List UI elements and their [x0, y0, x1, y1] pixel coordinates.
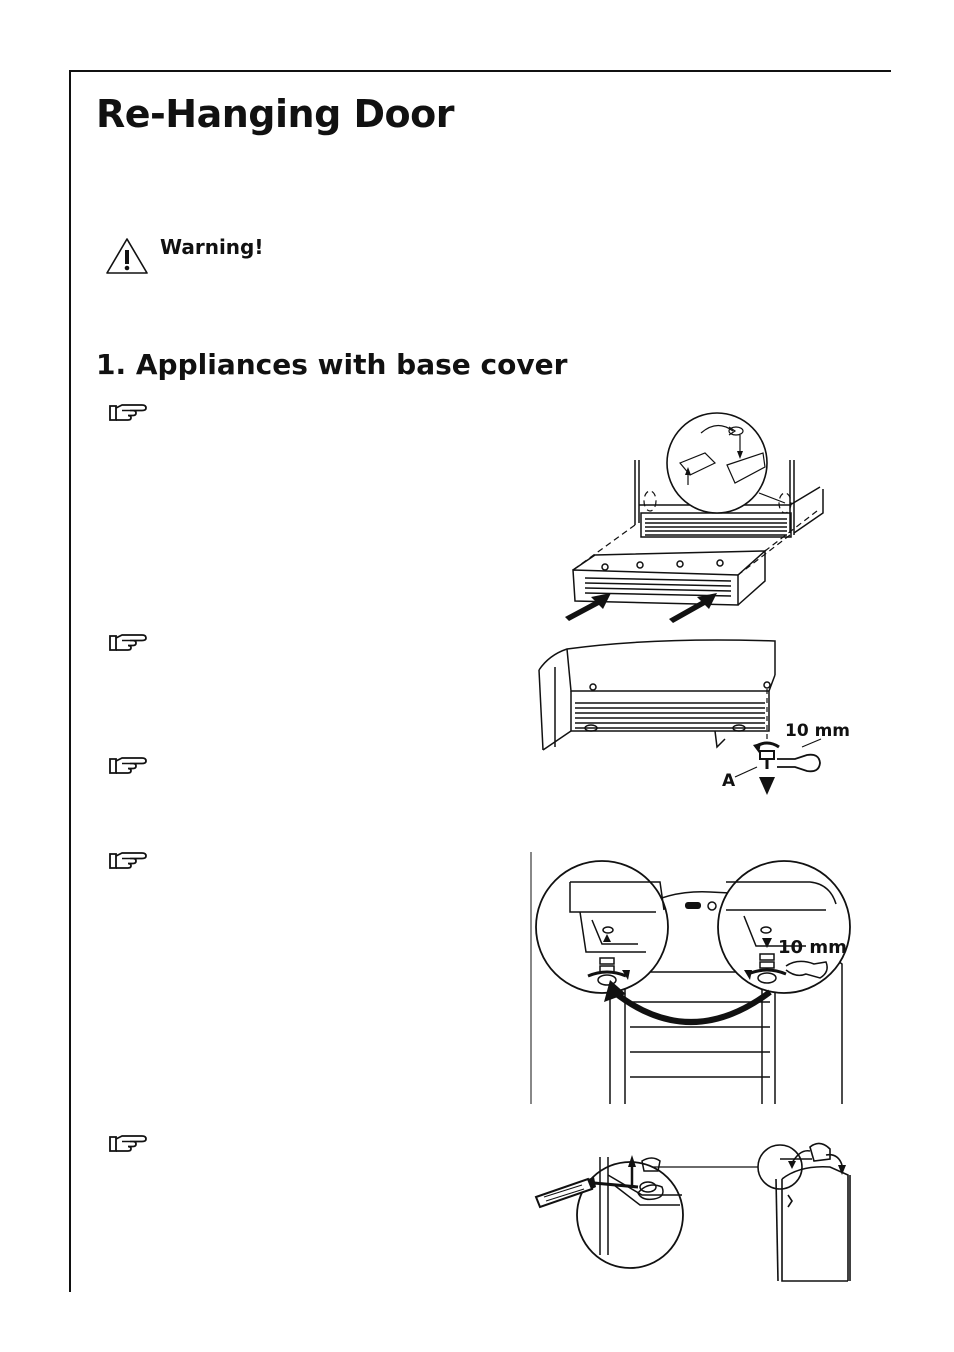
- pointing-hand-icon: [109, 634, 147, 651]
- wrench-size-label: 10 mm: [785, 721, 850, 741]
- frame-top-rule: [69, 70, 891, 72]
- warning-label: Warning!: [160, 235, 264, 259]
- pointing-hand-icon: [109, 852, 147, 869]
- warning-icon: [106, 238, 148, 274]
- figure-cap-removal: [534, 1142, 851, 1282]
- wrench-size-label: 10 mm: [778, 937, 847, 958]
- pointing-hand-icon: [109, 1135, 147, 1152]
- page-title: Re-Hanging Door: [96, 92, 455, 136]
- section-heading: 1. Appliances with base cover: [96, 348, 568, 381]
- pointing-hand-icon: [109, 757, 147, 774]
- frame-left-rule: [69, 70, 71, 1292]
- figure-pin-relocation: 10 mm: [530, 852, 851, 1104]
- pointing-hand-icon: [109, 404, 147, 421]
- part-label-a: A: [722, 771, 736, 791]
- figure-base-cover-removal: [565, 412, 824, 623]
- figure-foot-removal: 10 mm A: [538, 639, 850, 795]
